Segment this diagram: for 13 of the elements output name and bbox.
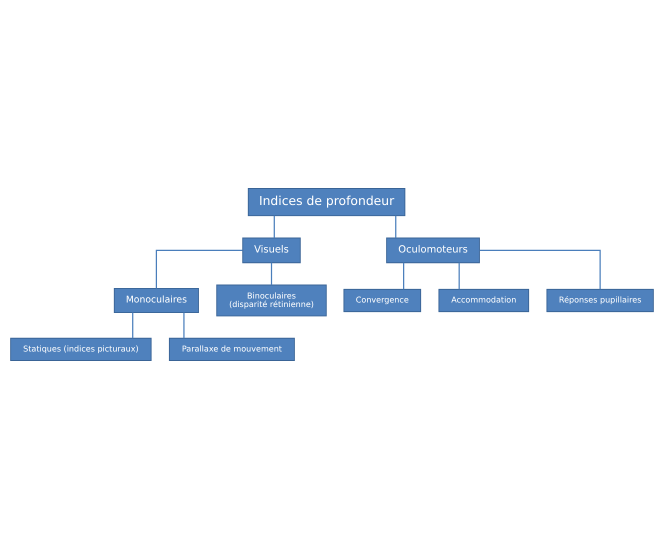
node-box: Visuels: [242, 237, 301, 263]
connector: [183, 312, 185, 338]
connector: [132, 312, 134, 338]
node-box: Monoculaires: [114, 287, 199, 313]
connector: [458, 262, 460, 289]
node-box: Indices de profondeur: [248, 188, 406, 216]
connector: [480, 249, 601, 289]
connector: [270, 262, 272, 285]
connector: [274, 215, 275, 238]
connector: [403, 262, 404, 289]
connector: [156, 249, 242, 288]
connector: [395, 215, 396, 238]
node-box: Oculomoteurs: [386, 237, 480, 263]
